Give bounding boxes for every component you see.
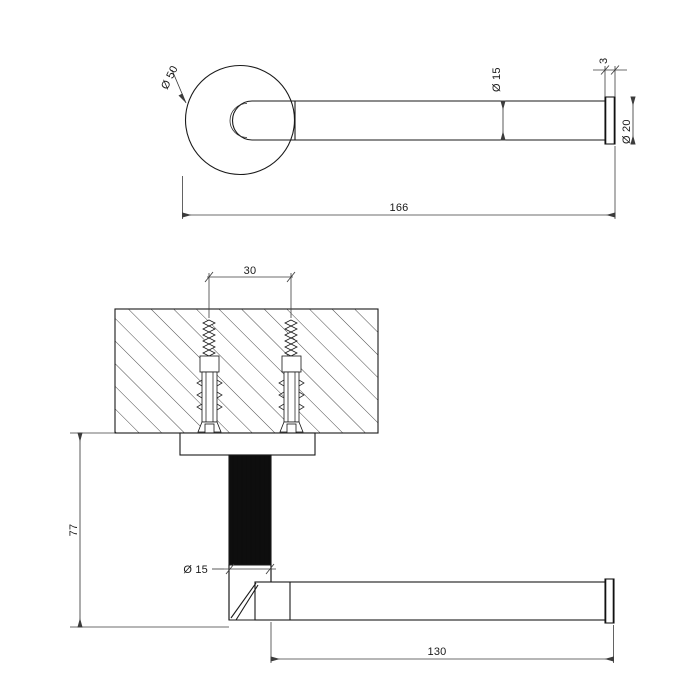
post-diameter-tick-right <box>265 563 275 575</box>
anchor-sleeve-barbs <box>278 379 305 411</box>
anchor-sleeve-body <box>201 371 218 423</box>
bottom-view-group: 30 <box>68 265 615 663</box>
cap-thickness-tick-left <box>600 65 610 75</box>
wall-anchor-screw-right <box>278 319 305 434</box>
arm-top-view <box>229 100 607 141</box>
arm-end-radius-line <box>229 103 248 138</box>
anchor-sleeve-collar <box>281 355 302 373</box>
dimension-arm-projection: 130 <box>270 622 614 663</box>
anchor-spacing-tick-right <box>286 271 296 283</box>
cap-diameter-label: Ø 20 <box>621 119 633 144</box>
dimension-post-diameter: Ø 15 <box>183 563 276 576</box>
end-cap-top-view <box>604 96 616 145</box>
end-cap-outline <box>604 96 616 145</box>
anchor-sleeve-body <box>283 371 300 423</box>
anchor-spacing-tick-left <box>204 271 214 283</box>
anchor-spacing-label: 30 <box>244 265 257 277</box>
wall-anchor-screw-left <box>196 319 223 434</box>
dimension-overall-length: 166 <box>182 146 616 219</box>
post-knurl-lines <box>232 455 270 565</box>
cap-thickness-label: 3 <box>598 58 610 64</box>
mounting-base-plate <box>179 432 316 456</box>
knurled-post <box>228 454 272 566</box>
anchor-sleeve-collar <box>199 355 220 373</box>
elbow-diagonal-line-1 <box>230 582 257 619</box>
drop-height-label: 77 <box>68 524 80 537</box>
cap-thickness-tick-right <box>610 65 620 75</box>
end-cap-outline-bottom <box>604 578 615 624</box>
dimension-arm-diameter-top: Ø 15 <box>491 67 506 141</box>
base-plate-outline <box>179 432 316 456</box>
dimension-drop-height: 77 <box>68 432 229 628</box>
overall-length-label: 166 <box>390 202 409 214</box>
wall-hatch-fill <box>115 309 378 433</box>
dimension-anchor-spacing: 30 <box>204 265 296 318</box>
rose-diameter-arrowhead <box>178 93 186 103</box>
anchor-foot-core <box>204 423 215 434</box>
top-view-group: Ø 50 Ø 15 3 Ø 20 166 <box>159 58 636 219</box>
arm-projection-label: 130 <box>428 646 447 658</box>
arm-bottom-view <box>228 564 615 624</box>
arm-diameter-label: Ø 15 <box>491 67 503 92</box>
anchor-foot-core <box>286 423 297 434</box>
post-diameter-tick-left <box>225 563 235 575</box>
dimension-cap-thickness: 3 <box>593 58 627 97</box>
dimension-cap-diameter: Ø 20 <box>621 96 636 145</box>
arm-horizontal-body <box>254 581 607 621</box>
wall-section <box>114 308 379 434</box>
elbow-diagonal-line-2 <box>235 584 259 621</box>
anchor-sleeve-barbs <box>196 379 223 411</box>
post-diameter-label: Ø 15 <box>183 564 208 576</box>
arm-body-outline <box>232 100 607 141</box>
